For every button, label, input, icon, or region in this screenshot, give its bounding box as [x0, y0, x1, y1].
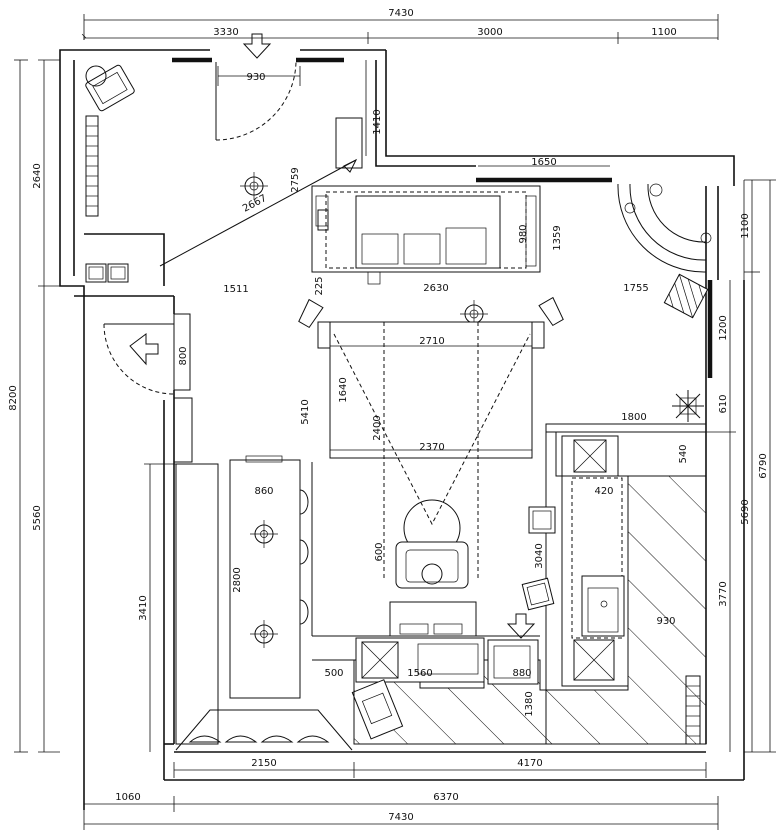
dim-h-500: 500 [324, 668, 343, 679]
dim-h-930-kitchen: 930 [656, 616, 675, 627]
plant-icon [663, 273, 709, 319]
dim-h-420: 420 [594, 486, 613, 497]
bar-stool-icon [521, 577, 555, 611]
oven-icon [361, 641, 399, 679]
dim-top-left: 3330 [213, 27, 238, 38]
bedroom-area [85, 33, 363, 283]
dim-right-5690: 5690 [740, 499, 751, 524]
dim-v-3040: 3040 [534, 543, 545, 568]
window-bench-icon [175, 709, 353, 751]
dim-bottom-total: 7430 [388, 812, 413, 823]
dim-right-610: 610 [718, 394, 729, 413]
dim-door-930: 930 [246, 72, 265, 83]
dim-v-1359: 1359 [552, 225, 563, 250]
dim-h-2370: 2370 [419, 442, 444, 453]
dim-top-total: 7430 [388, 8, 413, 19]
dim-v-540: 540 [678, 444, 689, 463]
ceiling-light-icon [460, 300, 488, 328]
dim-v-800: 800 [178, 346, 189, 365]
dim-v-225: 225 [314, 276, 325, 295]
dim-bottom-6370: 6370 [433, 792, 458, 803]
wall-lamp-icon [538, 296, 564, 327]
bar-stool-icon [528, 506, 556, 534]
dim-table-860: 860 [254, 486, 273, 497]
dim-table-2800: 2800 [232, 567, 243, 592]
dim-v-1640: 1640 [338, 377, 349, 402]
dim-v-2400: 2400 [372, 415, 383, 440]
dimension-labels: 7430 3330 3000 1100 930 1410 1650 2640 8… [8, 8, 769, 823]
dim-right-6790: 6790 [758, 453, 769, 478]
dim-left-3410: 3410 [138, 595, 149, 620]
dim-left-2640: 2640 [32, 163, 43, 188]
dim-h-880: 880 [512, 668, 531, 679]
pendant-light-icon [250, 520, 278, 548]
dim-wall-1650: 1650 [531, 157, 556, 168]
lamp-icon [85, 65, 107, 87]
dim-bottom-4170: 4170 [517, 758, 542, 769]
cart-icon [351, 679, 404, 740]
wall-lamp-icon [298, 298, 324, 329]
dim-niche-1410: 1410 [372, 109, 383, 134]
dim-top-mid: 3000 [477, 27, 502, 38]
dim-v-600: 600 [374, 542, 385, 561]
entry-arrow-icon [242, 33, 272, 59]
living-area [298, 185, 564, 637]
kitchen-area [312, 423, 707, 745]
radiator-icon [685, 675, 701, 745]
dim-bottom-1060: 1060 [115, 792, 140, 803]
dim-left-5560: 5560 [32, 505, 43, 530]
sink-icon [581, 575, 625, 637]
sofa-icon [311, 185, 541, 285]
armchair-icon [85, 64, 135, 112]
entry-arrow-icon [506, 613, 536, 639]
armchair-icon [395, 499, 469, 589]
round-sofa-icon [617, 183, 712, 273]
corner-area [617, 183, 712, 422]
dim-h-1800: 1800 [621, 412, 646, 423]
fridge-icon [561, 435, 619, 477]
dim-diag-2667: 2667 [241, 193, 269, 215]
dim-v-5410: 5410 [300, 399, 311, 424]
dim-v-1380: 1380 [524, 691, 535, 716]
entry-arrow-icon [129, 333, 159, 366]
door-swing-icon [215, 61, 297, 141]
dim-h-2630: 2630 [423, 283, 448, 294]
dining-table-icon [229, 455, 309, 699]
plant-icon [672, 390, 704, 422]
dim-left-8200: 8200 [8, 385, 19, 410]
dim-h-1560: 1560 [407, 668, 432, 679]
dining-area [103, 313, 540, 751]
cooktop-icon [573, 639, 615, 681]
dim-rug-2710: 2710 [419, 336, 444, 347]
dim-v-2759: 2759 [290, 167, 301, 192]
dim-h-1511: 1511 [223, 284, 248, 295]
ceiling-light-icon [240, 172, 268, 200]
dim-right-1200: 1200 [718, 315, 729, 340]
dim-top-right: 1100 [651, 27, 676, 38]
dim-right-1100: 1100 [740, 213, 751, 238]
dim-right-3770: 3770 [718, 581, 729, 606]
radiator-icon [85, 115, 99, 217]
dim-bottom-2150: 2150 [251, 758, 276, 769]
door-swing-icon [103, 323, 175, 395]
pendant-light-icon [250, 620, 278, 648]
dim-v-980: 980 [518, 224, 529, 243]
dim-h-1755: 1755 [623, 283, 648, 294]
